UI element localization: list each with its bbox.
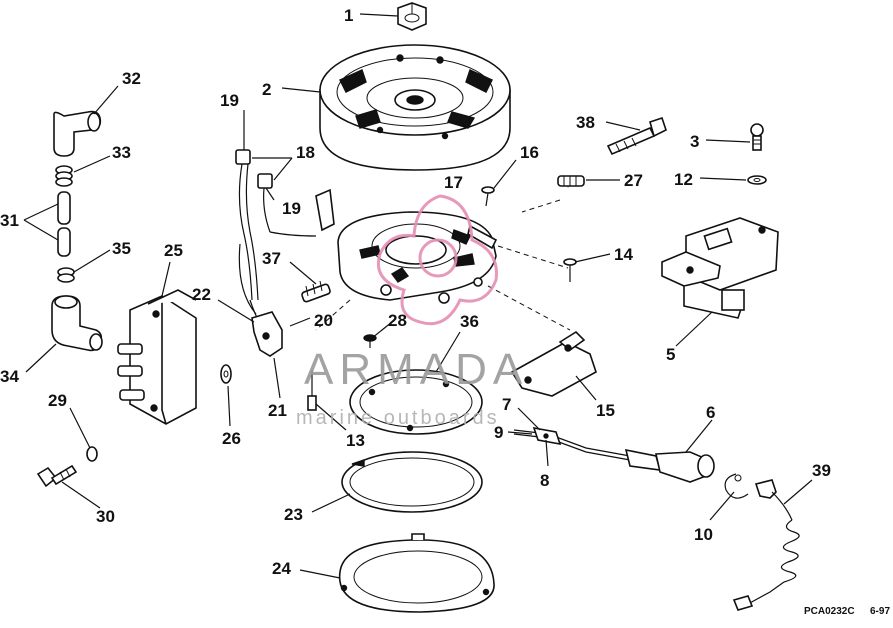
part-ring-36	[349, 369, 483, 435]
part-spring-37	[301, 280, 331, 303]
callout-17: 17	[444, 173, 463, 192]
callout-35: 35	[112, 239, 131, 258]
callout-27: 27	[624, 171, 643, 190]
part-power-pack-5	[661, 217, 779, 319]
callout-22: 22	[192, 285, 211, 304]
callout-10: 10	[694, 525, 713, 544]
part-stator-plate	[315, 188, 498, 304]
callout-12: 12	[674, 170, 693, 189]
callout-16: 16	[520, 143, 539, 162]
watermark: ARMADA marine outboards	[296, 194, 528, 429]
part-washer-12	[747, 175, 767, 185]
callout-38: 38	[576, 113, 595, 132]
callout-32: 32	[122, 69, 141, 88]
callout-23: 23	[284, 505, 303, 524]
part-switch-6	[624, 448, 715, 483]
callout-29: 29	[48, 391, 67, 410]
part-flywheel	[319, 44, 511, 171]
callout-2: 2	[262, 80, 271, 99]
part-clip-10	[724, 473, 749, 499]
callout-30: 30	[96, 507, 115, 526]
callout-33: 33	[112, 143, 131, 162]
watermark-brand: ARMADA	[304, 345, 528, 394]
callout-8: 8	[540, 471, 549, 490]
callout-25: 25	[164, 241, 183, 260]
part-clip-7-9-8	[513, 426, 631, 461]
part-lanyard-39	[732, 479, 800, 611]
part-screw-3	[750, 123, 764, 151]
part-spring-27	[557, 175, 585, 189]
callout-15: 15	[596, 401, 615, 420]
part-spring-35	[57, 267, 75, 283]
watermark-logo-ring	[418, 238, 458, 278]
part-washer-26	[220, 364, 232, 384]
part-sleeve-31	[57, 191, 71, 257]
part-flywheel-nut	[397, 2, 427, 31]
part-screw-16	[481, 186, 495, 207]
callout-37: 37	[262, 249, 281, 268]
callout-1: 1	[344, 6, 353, 25]
callout-9: 9	[494, 423, 503, 442]
part-ring-23	[341, 451, 483, 513]
part-screw-14	[563, 258, 577, 282]
date-code: 6-97	[870, 606, 890, 617]
callout-18: 18	[296, 143, 315, 162]
part-spring-33	[55, 165, 73, 187]
callout-24: 24	[272, 559, 291, 578]
callout-19-bottom: 19	[282, 199, 301, 218]
callout-labels: 1 2 3 5 6 7 8 9 10 12 13 14 15 16 17 18 …	[0, 6, 831, 578]
leader-lines	[23, 13, 813, 579]
callout-3: 3	[690, 132, 699, 151]
callout-13: 13	[346, 431, 365, 450]
part-terminal-13	[307, 370, 317, 411]
callout-7: 7	[502, 395, 511, 414]
part-boot-32	[53, 110, 102, 157]
callout-36: 36	[460, 312, 479, 331]
callout-6: 6	[706, 403, 715, 422]
part-bracket-15	[510, 330, 597, 397]
part-screw-38	[606, 116, 667, 156]
watermark-tagline: marine outboards	[296, 407, 500, 429]
watermark-logo	[377, 194, 498, 326]
part-boot-34	[51, 295, 103, 352]
callout-26: 26	[222, 429, 241, 448]
callout-34: 34	[0, 367, 19, 386]
part-wiring-harness	[235, 149, 317, 357]
assembly-lines	[315, 199, 571, 331]
callout-28: 28	[388, 311, 407, 330]
callout-39: 39	[812, 461, 831, 480]
callout-5: 5	[666, 345, 675, 364]
part-washer-29	[86, 446, 98, 462]
part-screw-30	[36, 464, 78, 488]
callout-21: 21	[268, 401, 287, 420]
callout-20: 20	[314, 311, 333, 330]
part-coil-25	[117, 289, 197, 425]
callout-14: 14	[614, 245, 633, 264]
drawing-code: PCA0232C	[804, 606, 855, 617]
part-base-plate-24	[338, 533, 495, 613]
callout-31: 31	[0, 211, 19, 230]
callout-19-top: 19	[220, 91, 239, 110]
